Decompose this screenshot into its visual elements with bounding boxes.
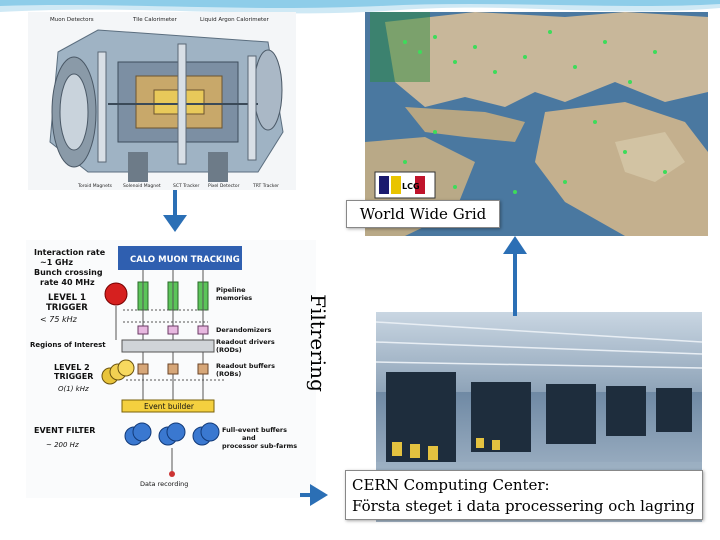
label-tile-calorimeter: Tile Calorimeter — [132, 17, 178, 23]
intro-line-3: Bunch crossing — [34, 268, 103, 277]
detector-header-box — [118, 246, 242, 270]
level2-rate: O(1) kHz — [58, 385, 89, 393]
label-toroid-magnets: Toroid Magnets — [77, 183, 113, 189]
data-recording-label: Data recording — [140, 480, 188, 488]
pipeline-line-2: memories — [216, 294, 252, 302]
trigger-diagram: Interaction rate ~1 GHz Bunch crossing r… — [26, 240, 316, 498]
farms-line-2: and — [242, 434, 256, 442]
computing-center-caption: CERN Computing Center: Första steget i d… — [345, 470, 703, 520]
event-builder-label: Event builder — [144, 402, 195, 411]
level1-line-2: TRIGGER — [46, 303, 88, 313]
label-solenoid-magnet: Solenoid Magnet — [123, 183, 161, 189]
atlas-detector-image: Muon Detectors Tile Calorimeter Liquid A… — [28, 12, 296, 190]
roi-label: Regions of Interest — [30, 341, 106, 349]
robs-line-2: (ROBs) — [216, 370, 241, 378]
intro-line-2: ~1 GHz — [40, 258, 73, 267]
level2-line-1: LEVEL 2 — [54, 363, 90, 372]
level1-rate: < 75 kHz — [40, 315, 78, 324]
label-lar-calorimeter: Liquid Argon Calorimeter — [200, 17, 270, 23]
label-trt-tracker: TRT Tracker — [252, 183, 279, 189]
farms-line-1: Full-event buffers — [222, 426, 287, 434]
arrow-up-grid-head — [503, 236, 527, 254]
grid-caption-text: World Wide Grid — [359, 205, 487, 223]
label-pixel-detector: Pixel Detector — [208, 183, 240, 189]
world-grid-map: LCG — [365, 12, 708, 236]
farms-line-3: processor sub-farms — [222, 442, 297, 450]
label-muon-detectors: Muon Detectors — [50, 17, 94, 23]
lcg-logo-text: LCG — [402, 182, 420, 191]
arrow-right-center-head — [310, 484, 328, 506]
world-wide-grid-caption: World Wide Grid — [346, 200, 500, 228]
pipeline-line-1: Pipeline — [216, 286, 246, 294]
intro-line-4: rate 40 MHz — [40, 278, 95, 287]
intro-line-1: Interaction rate — [34, 248, 106, 257]
center-caption-line-2: Första steget i data processering och la… — [352, 497, 695, 515]
event-filter-rate: ~ 200 Hz — [46, 441, 79, 449]
center-caption-line-1: CERN Computing Center: — [352, 476, 550, 494]
event-filter-label: EVENT FILTER — [34, 426, 95, 435]
level1-line-1: LEVEL 1 — [48, 293, 86, 303]
label-sct-tracker: SCT Tracker — [173, 183, 200, 189]
header-wave — [0, 0, 720, 14]
level2-line-2: TRIGGER — [54, 372, 93, 381]
robs-line-1: Readout buffers — [216, 362, 275, 370]
detector-header-text: CALO MUON TRACKING — [130, 255, 240, 265]
derandomizers-label: Derandomizers — [216, 326, 272, 334]
rods-line-2: (RODs) — [216, 346, 242, 354]
arrow-down-detector-head — [163, 215, 187, 232]
rods-line-1: Readout drivers — [216, 338, 275, 346]
